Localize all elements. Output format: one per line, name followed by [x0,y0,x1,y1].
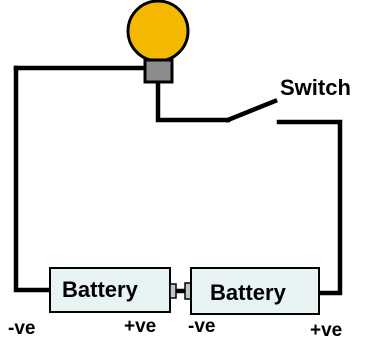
battery-1-terminal [169,283,177,299]
bulb-glass [126,0,190,63]
switch-label: Switch [280,75,351,100]
battery-2-positive-label: +ve [310,320,343,341]
battery-1-label: Battery [62,277,138,302]
battery-1-negative-label: -ve [8,318,36,339]
wires [13,65,343,296]
battery-2-label: Battery [210,280,286,305]
wire-bulb-to-switch [155,79,231,123]
wire-right [276,119,343,296]
battery-icon [184,267,320,315]
switch-lever [225,98,278,123]
battery-2-negative-label: -ve [188,316,216,337]
wire-left [13,65,53,293]
light-bulb-icon [126,0,190,84]
battery-1-positive-label: +ve [124,316,157,337]
battery-icon [49,267,177,313]
bulb-base [143,58,174,84]
battery-2-body [190,267,320,315]
